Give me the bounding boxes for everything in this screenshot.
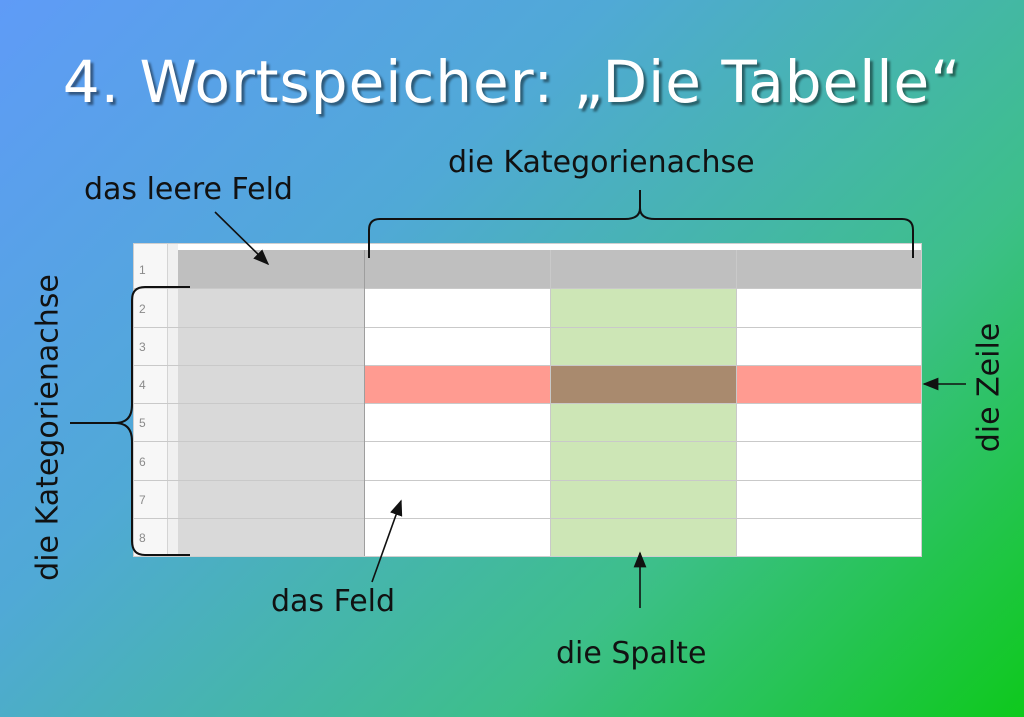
row-number: 8 <box>139 531 146 545</box>
grid-line <box>134 288 921 289</box>
grid-line <box>134 480 921 481</box>
row-number: 1 <box>139 263 146 277</box>
grid-line <box>364 250 365 556</box>
header-row <box>178 250 921 288</box>
grid-line <box>134 365 921 366</box>
label-field: das Feld <box>271 584 396 619</box>
row-number: 3 <box>139 340 146 354</box>
grid-line <box>134 518 921 519</box>
slide-title: 4. Wortspeicher: „Die Tabelle“ <box>62 48 962 116</box>
row-number: 5 <box>139 416 146 430</box>
gutter-spacer <box>168 244 178 556</box>
row-number-gutter <box>134 244 168 556</box>
intersection-cell <box>550 365 736 403</box>
label-column: die Spalte <box>556 636 707 671</box>
row-number: 4 <box>139 378 146 392</box>
label-category-axis-top: die Kategorienachse <box>448 145 755 180</box>
arrow-field <box>371 499 403 583</box>
grid-line <box>736 250 737 556</box>
row-number: 6 <box>139 455 146 469</box>
spreadsheet-table: 1 2 3 4 5 6 7 8 <box>133 243 922 557</box>
row-number: 2 <box>139 302 146 316</box>
highlighted-column <box>550 288 736 556</box>
left-brace <box>70 286 190 556</box>
arrow-empty-field <box>214 211 270 266</box>
grid-line <box>134 403 921 404</box>
grid-line <box>134 441 921 442</box>
row-number: 7 <box>139 493 146 507</box>
grid-line <box>134 327 921 328</box>
category-column <box>178 288 364 556</box>
label-empty-field: das leere Feld <box>84 172 293 207</box>
top-brace <box>368 190 914 258</box>
grid-line <box>550 250 551 556</box>
